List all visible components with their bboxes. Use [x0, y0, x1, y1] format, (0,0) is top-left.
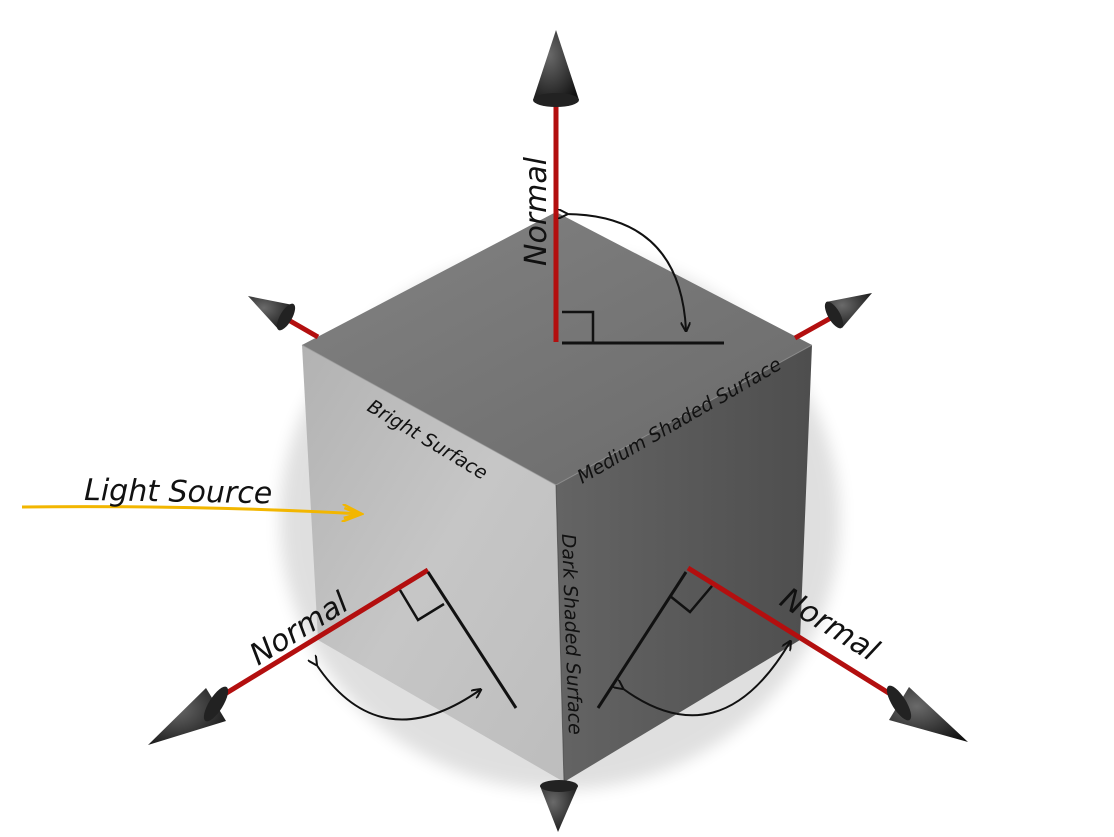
- angle-arc-right-icon: [622, 642, 790, 717]
- right-angle-right-icon: [669, 585, 713, 614]
- bright-surface-face: [302, 345, 564, 782]
- normal-right-vector: [686, 565, 902, 703]
- light-source-arrow: Light Source: [21, 473, 362, 514]
- angle-arc-top-icon: [566, 214, 686, 330]
- angle-arc-left-icon: [316, 664, 480, 721]
- normal-top: Normal: [519, 30, 724, 345]
- light-source-label: Light Source: [84, 473, 273, 511]
- normal-left-vector: [213, 567, 430, 703]
- arrowhead-left-icon: [148, 686, 229, 745]
- normal-bottom: [540, 780, 578, 832]
- light-arrow-line: [21, 507, 362, 514]
- normal-back-left: [248, 296, 320, 340]
- normal-back-right: [793, 293, 872, 341]
- bright-surface-line: [426, 571, 518, 709]
- normal-back-left-vector: [283, 315, 320, 340]
- right-angle-left-icon: [398, 589, 445, 622]
- arrowhead-back-left-icon: [248, 296, 296, 331]
- arrowhead-top-icon: [533, 30, 579, 107]
- arrowhead-bottom-icon: [540, 780, 578, 832]
- arrowhead-back-right-icon: [824, 293, 872, 329]
- normal-top-label: Normal: [519, 156, 554, 266]
- arrowhead-right-icon: [886, 685, 968, 742]
